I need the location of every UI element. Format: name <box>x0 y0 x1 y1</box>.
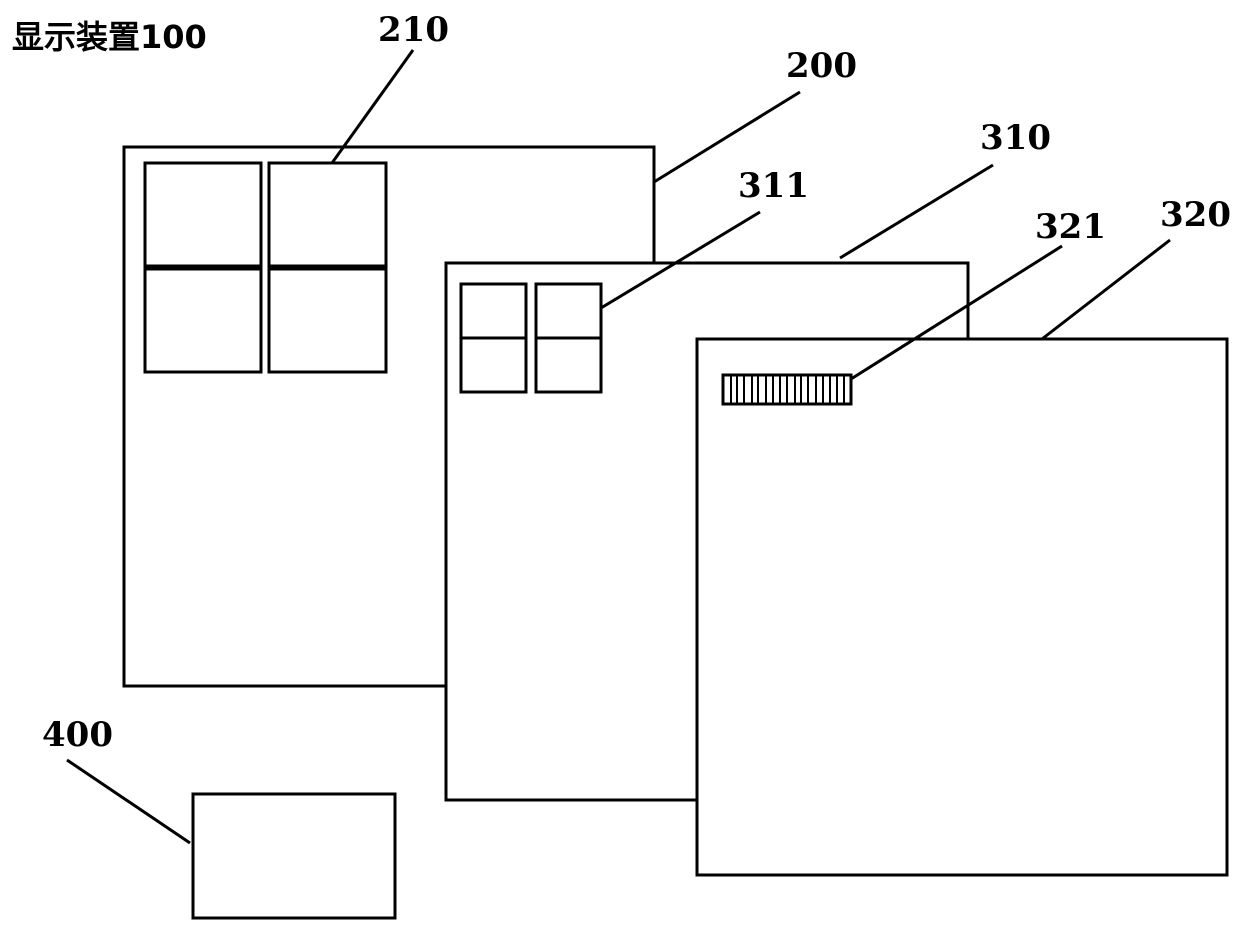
grid-311-cell <box>461 338 526 392</box>
grid-311-cell <box>461 284 526 338</box>
label-210: 210 <box>378 10 449 50</box>
label-311: 311 <box>738 166 809 206</box>
leader-line-320 <box>1042 240 1170 339</box>
leader-line-400 <box>67 760 190 843</box>
panel-320 <box>697 339 1227 875</box>
leader-line-310 <box>840 165 993 258</box>
label-321: 321 <box>1035 207 1106 247</box>
grid-210-cell <box>145 163 261 267</box>
grid-210-cell <box>145 268 261 372</box>
diagram-title: 显示装置100 <box>12 18 207 56</box>
label-320: 320 <box>1160 195 1231 235</box>
label-200: 200 <box>786 46 857 86</box>
label-310: 310 <box>980 118 1051 158</box>
grid-311-cell <box>536 284 601 338</box>
box-400 <box>193 794 395 918</box>
grid-210-cell <box>269 268 386 372</box>
grid-311-cell <box>536 338 601 392</box>
bar-321 <box>723 375 851 404</box>
grid-210-cell <box>269 163 386 267</box>
label-400: 400 <box>42 715 113 755</box>
